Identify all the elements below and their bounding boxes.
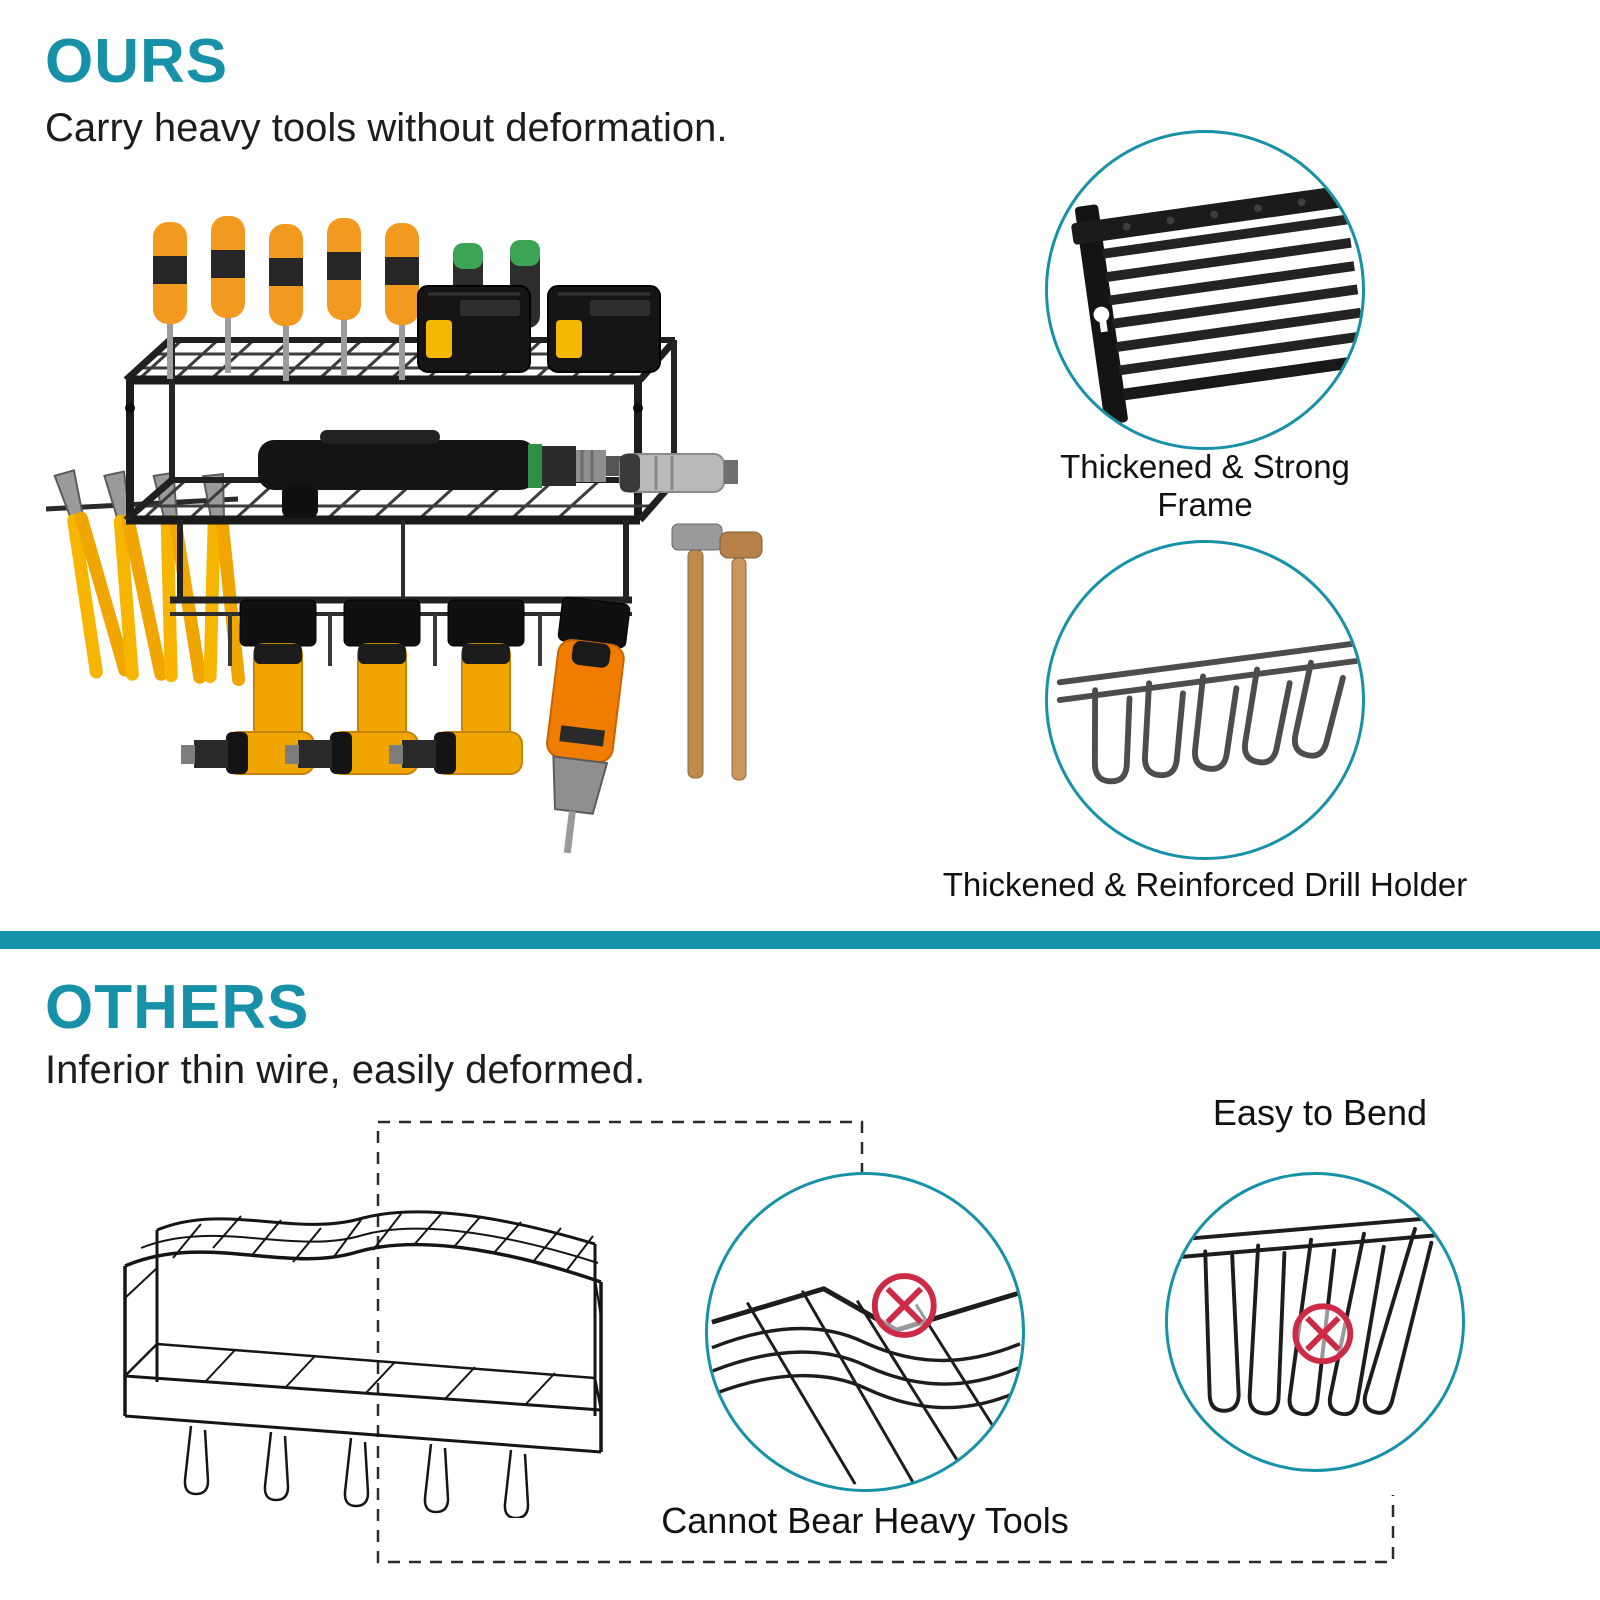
ours-subtitle: Carry heavy tools without deformation. [45,106,728,150]
drill-holder-prongs [228,614,542,666]
drill-holder-closeup-callout [1045,540,1365,860]
callout-connector-lines [376,1120,1395,1564]
bent-wire-closeup-callout [705,1172,1025,1492]
silver-tool [619,453,738,493]
thin-wire-rack-illustration [123,1210,603,1518]
error-x-icon [871,1273,937,1338]
bent-wires [711,1286,1021,1485]
tool-rack-illustration [20,216,763,854]
frame-bars [1071,186,1362,425]
others-subtitle: Inferior thin wire, easily deformed. [45,1048,646,1092]
cannot-bear-image [711,1273,1021,1485]
ours-title: OURS [45,27,229,96]
section-divider [0,931,1600,949]
cannot-bear-label: Cannot Bear Heavy Tools [661,1500,1069,1541]
thin-wire-rack-image [95,1158,635,1518]
easy-to-bend-label: Easy to Bend [1212,1092,1428,1133]
error-x-icon [1292,1303,1354,1365]
drill-holder-image [1056,640,1362,785]
bent-prongs [1173,1214,1457,1417]
frame-closeup-callout [1045,130,1365,450]
hammers [671,523,763,781]
tool-rack-image [20,168,780,908]
easy-bend-closeup-callout [1165,1172,1465,1472]
big-drill [258,430,622,518]
strong-frame-image [1071,186,1362,425]
recip-saw [546,596,631,854]
frame-callout-label: Thickened & Strong Frame [1060,448,1350,523]
holder-wires [1056,640,1362,785]
easy-bend-image [1173,1214,1457,1417]
others-title: OTHERS [45,973,310,1042]
drill-holder-callout-label: Thickened & Reinforced Drill Holder [942,866,1468,903]
